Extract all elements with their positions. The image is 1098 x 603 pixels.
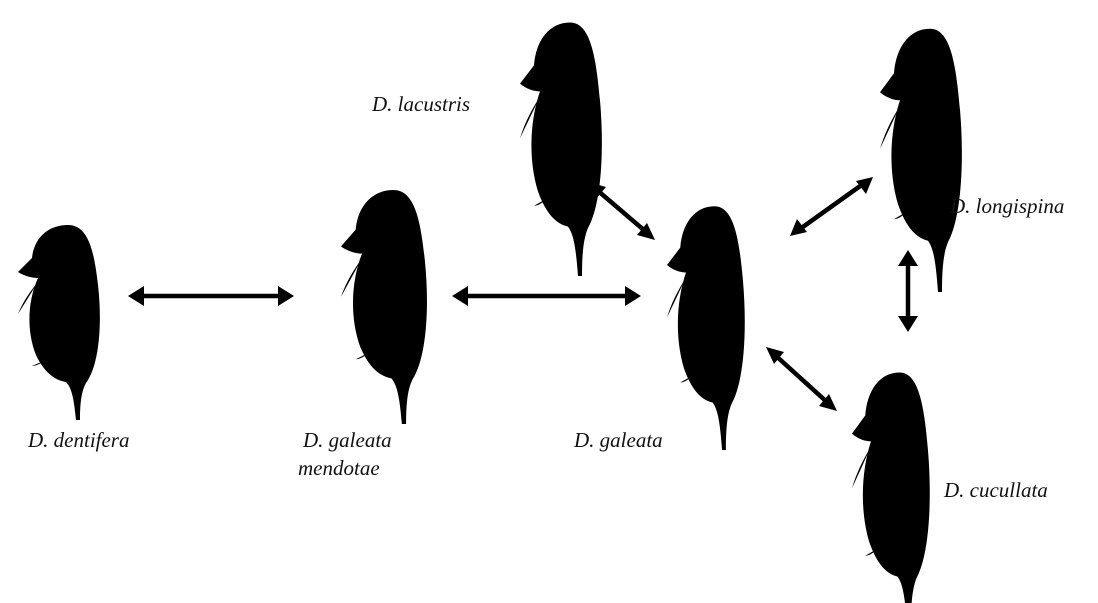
longispina-drawing [876,29,962,292]
lacustris-drawing [516,23,602,277]
arrow-galeata-cucullata [766,347,837,411]
arrow-galeata-mendotae-galeata [452,286,641,306]
galeata-drawing [663,206,745,450]
arrow-lacustris-galeata [588,182,655,240]
label-dentifera: D. dentifera [28,428,129,452]
arrow-dentifera-galeata-mendotae [128,286,294,306]
label-galeata: D. galeata [574,428,663,452]
label-galeata-mendotae-line2: mendotae [298,456,380,480]
arrow-longispina-cucullata [898,250,918,332]
dentifera-drawing [14,225,100,420]
cucullata-drawing [848,373,930,603]
label-cucullata: D. cucullata [944,478,1048,502]
label-galeata-mendotae-line1: D. galeata [303,428,392,452]
arrow-galeata-longispina [790,177,873,236]
galeata-mendotae-drawing [337,190,427,424]
label-longispina: D. longispina [950,194,1064,218]
label-lacustris: D. lacustris [372,92,470,116]
